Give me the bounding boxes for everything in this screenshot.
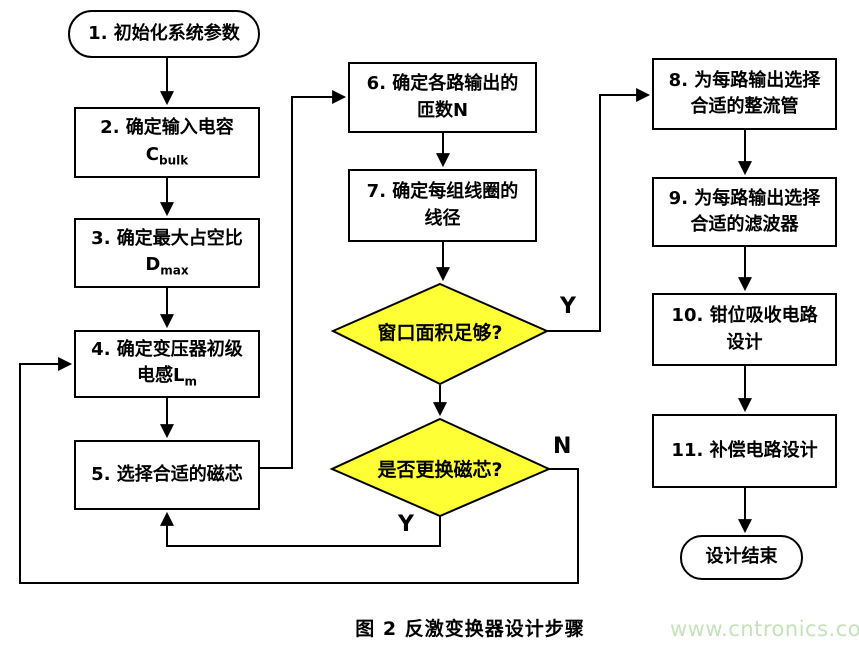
arrow-step5-to-step6 xyxy=(260,90,347,469)
step3-line2: Dmax xyxy=(145,254,189,278)
step7-node: 7. 确定每组线圈的 线径 xyxy=(348,169,537,242)
start-node: 1. 初始化系统参数 xyxy=(68,10,260,58)
step6-node: 6. 确定各路输出的 匝数N xyxy=(348,62,537,133)
figure-caption: 图 2 反激变换器设计步骤 xyxy=(355,618,585,640)
step8-line1: 8. 为每路输出选择 xyxy=(668,69,821,91)
decision-window-label: 窗口面积足够? xyxy=(377,321,503,344)
step3-node: 3. 确定最大占空比 Dmax xyxy=(74,218,260,288)
step11-node: 11. 补偿电路设计 xyxy=(652,414,837,488)
step10-line2: 设计 xyxy=(726,331,763,353)
step9-node: 9. 为每路输出选择 合适的滤波器 xyxy=(652,177,837,247)
step6-line1: 6. 确定各路输出的 xyxy=(366,73,519,95)
step5-line1: 5. 选择合适的磁芯 xyxy=(91,463,243,485)
step9-line2: 合适的滤波器 xyxy=(690,214,799,235)
step6-line2: 匝数N xyxy=(416,99,469,121)
end-node-label: 设计结束 xyxy=(705,546,778,568)
watermark-text: www.cntronics.com xyxy=(670,617,859,641)
step5-node: 5. 选择合适的磁芯 xyxy=(74,440,260,510)
step7-line2: 线径 xyxy=(424,207,461,229)
step2-line1: 2. 确定输入电容 xyxy=(100,117,234,139)
step9-line1: 9. 为每路输出选择 xyxy=(668,187,821,209)
step11-line1: 11. 补偿电路设计 xyxy=(671,439,818,461)
step4-node: 4. 确定变压器初级 电感Lm xyxy=(74,330,260,398)
step8-node: 8. 为每路输出选择 合适的整流管 xyxy=(652,58,837,130)
step10-node: 10. 钳位吸收电路 设计 xyxy=(652,293,837,366)
branch-label-window-yes: Y xyxy=(560,294,576,319)
branch-label-core-yes: Y xyxy=(398,512,414,537)
end-node: 设计结束 xyxy=(680,535,803,580)
arrow-window-yes-to-step8 xyxy=(547,88,651,332)
start-node-label: 1. 初始化系统参数 xyxy=(88,22,240,44)
step2-line2: Cbulk xyxy=(145,143,189,168)
decision-window-diamond xyxy=(330,282,550,386)
step10-line1: 10. 钳位吸收电路 xyxy=(671,305,818,327)
arrow-core-yes-to-step5 xyxy=(160,511,441,547)
step2-node: 2. 确定输入电容 Cbulk xyxy=(74,107,260,178)
decision-core-diamond xyxy=(329,417,552,518)
step7-line1: 7. 确定每组线圈的 xyxy=(366,181,519,203)
step4-line1: 4. 确定变压器初级 xyxy=(91,338,243,360)
branch-label-core-no: N xyxy=(553,434,572,459)
step4-line2: 电感Lm xyxy=(137,365,197,389)
arrow-core-no-to-step4 xyxy=(19,357,579,584)
decision-core-label: 是否更换磁芯? xyxy=(377,458,503,481)
step3-line1: 3. 确定最大占空比 xyxy=(91,227,243,249)
step8-line2: 合适的整流管 xyxy=(690,96,799,117)
